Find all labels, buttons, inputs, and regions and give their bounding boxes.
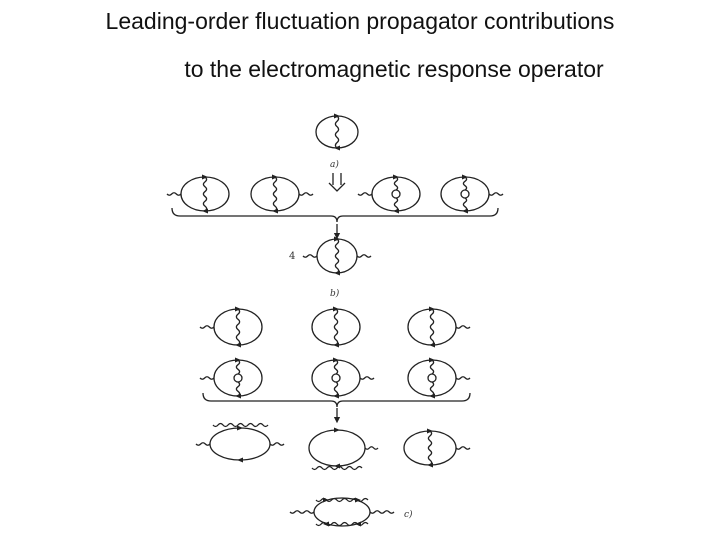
propagator-arrow bbox=[237, 425, 243, 431]
fluctuation-line bbox=[333, 308, 339, 346]
external-photon-line bbox=[455, 325, 471, 329]
fluctuation-line bbox=[315, 497, 369, 503]
vertex-correction bbox=[331, 373, 341, 383]
vertex-correction bbox=[233, 373, 243, 383]
summation-brace bbox=[202, 392, 471, 408]
fluctuation-line bbox=[462, 197, 468, 212]
external-photon-line bbox=[298, 192, 314, 196]
fluctuation-line bbox=[334, 115, 340, 149]
panel-label-c: c) bbox=[404, 509, 413, 520]
fermion-loop bbox=[209, 427, 271, 461]
external-photon-line bbox=[369, 510, 395, 514]
fermion-loop bbox=[313, 497, 371, 527]
multiplier-label: 4 bbox=[289, 251, 295, 262]
fluctuation-line bbox=[427, 430, 433, 466]
fluctuation-line bbox=[429, 308, 435, 346]
vertex-correction bbox=[427, 373, 437, 383]
external-photon-line bbox=[359, 376, 375, 380]
fluctuation-line bbox=[235, 359, 241, 375]
propagator-arrow bbox=[237, 457, 243, 463]
external-photon-line bbox=[289, 510, 315, 514]
vertex-correction bbox=[460, 189, 470, 199]
fluctuation-line bbox=[212, 422, 269, 428]
external-photon-line bbox=[199, 376, 215, 380]
panel-label-a: a) bbox=[330, 159, 339, 170]
fermion-loop bbox=[308, 429, 366, 467]
fluctuation-line bbox=[462, 176, 468, 191]
fluctuation-line bbox=[334, 238, 340, 274]
fluctuation-line bbox=[235, 308, 241, 346]
external-photon-line bbox=[199, 325, 215, 329]
external-photon-line bbox=[455, 376, 471, 380]
external-photon-line bbox=[356, 254, 372, 258]
fluctuation-line bbox=[315, 521, 369, 527]
external-photon-line bbox=[357, 192, 373, 196]
fluctuation-line bbox=[429, 359, 435, 375]
external-photon-line bbox=[195, 442, 211, 446]
fluctuation-line bbox=[393, 176, 399, 191]
fluctuation-line bbox=[393, 197, 399, 212]
title-line-1: Leading-order fluctuation propagator con… bbox=[105, 8, 615, 34]
vertex-correction bbox=[391, 189, 401, 199]
title-line-2: to the electromagnetic response operator bbox=[184, 56, 604, 82]
external-photon-line bbox=[455, 446, 471, 450]
fluctuation-line bbox=[202, 176, 208, 212]
fluctuation-line bbox=[311, 465, 363, 471]
fluctuation-line bbox=[272, 176, 278, 212]
propagator-arrow bbox=[334, 427, 340, 433]
fluctuation-line bbox=[333, 381, 339, 397]
fluctuation-line bbox=[235, 381, 241, 397]
fluctuation-line bbox=[429, 381, 435, 397]
external-photon-line bbox=[166, 192, 182, 196]
external-photon-line bbox=[364, 446, 379, 450]
panel-label-b: b) bbox=[330, 288, 340, 299]
external-photon-line bbox=[269, 442, 285, 446]
fluctuation-line bbox=[333, 359, 339, 375]
external-photon-line bbox=[488, 192, 504, 196]
external-photon-line bbox=[302, 254, 318, 258]
implies-arrow bbox=[328, 173, 346, 192]
summation-brace bbox=[171, 207, 499, 223]
